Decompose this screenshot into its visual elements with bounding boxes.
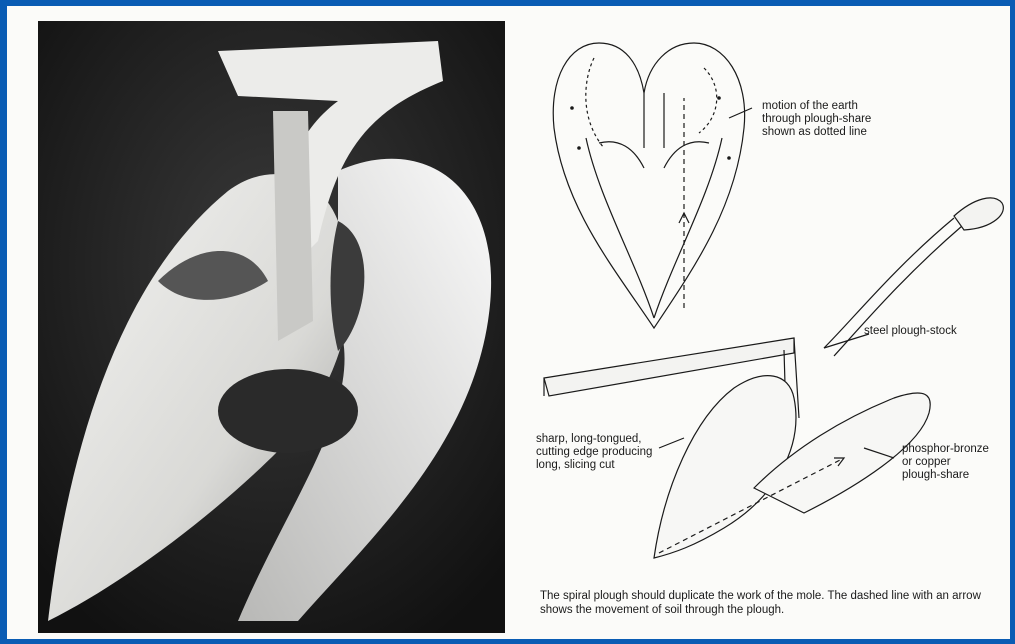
plough-diagram: motion of the earth through plough-share… [524,18,1010,586]
earth-motion-label: motion of the earth through plough-share… [762,100,871,139]
plough-stock-label: steel plough-stock [864,325,957,338]
cutting-edge-label: sharp, long-tongued, cutting edge produc… [536,433,652,472]
figure-caption: The spiral plough should duplicate the w… [540,589,1005,617]
side-view-plough-share [654,376,930,558]
plough-share-photograph [38,21,505,633]
page: motion of the earth through plough-share… [7,6,1010,639]
plough-share-label: phosphor-bronze or copper plough-share [902,443,989,482]
top-view-plough-share [553,43,744,328]
